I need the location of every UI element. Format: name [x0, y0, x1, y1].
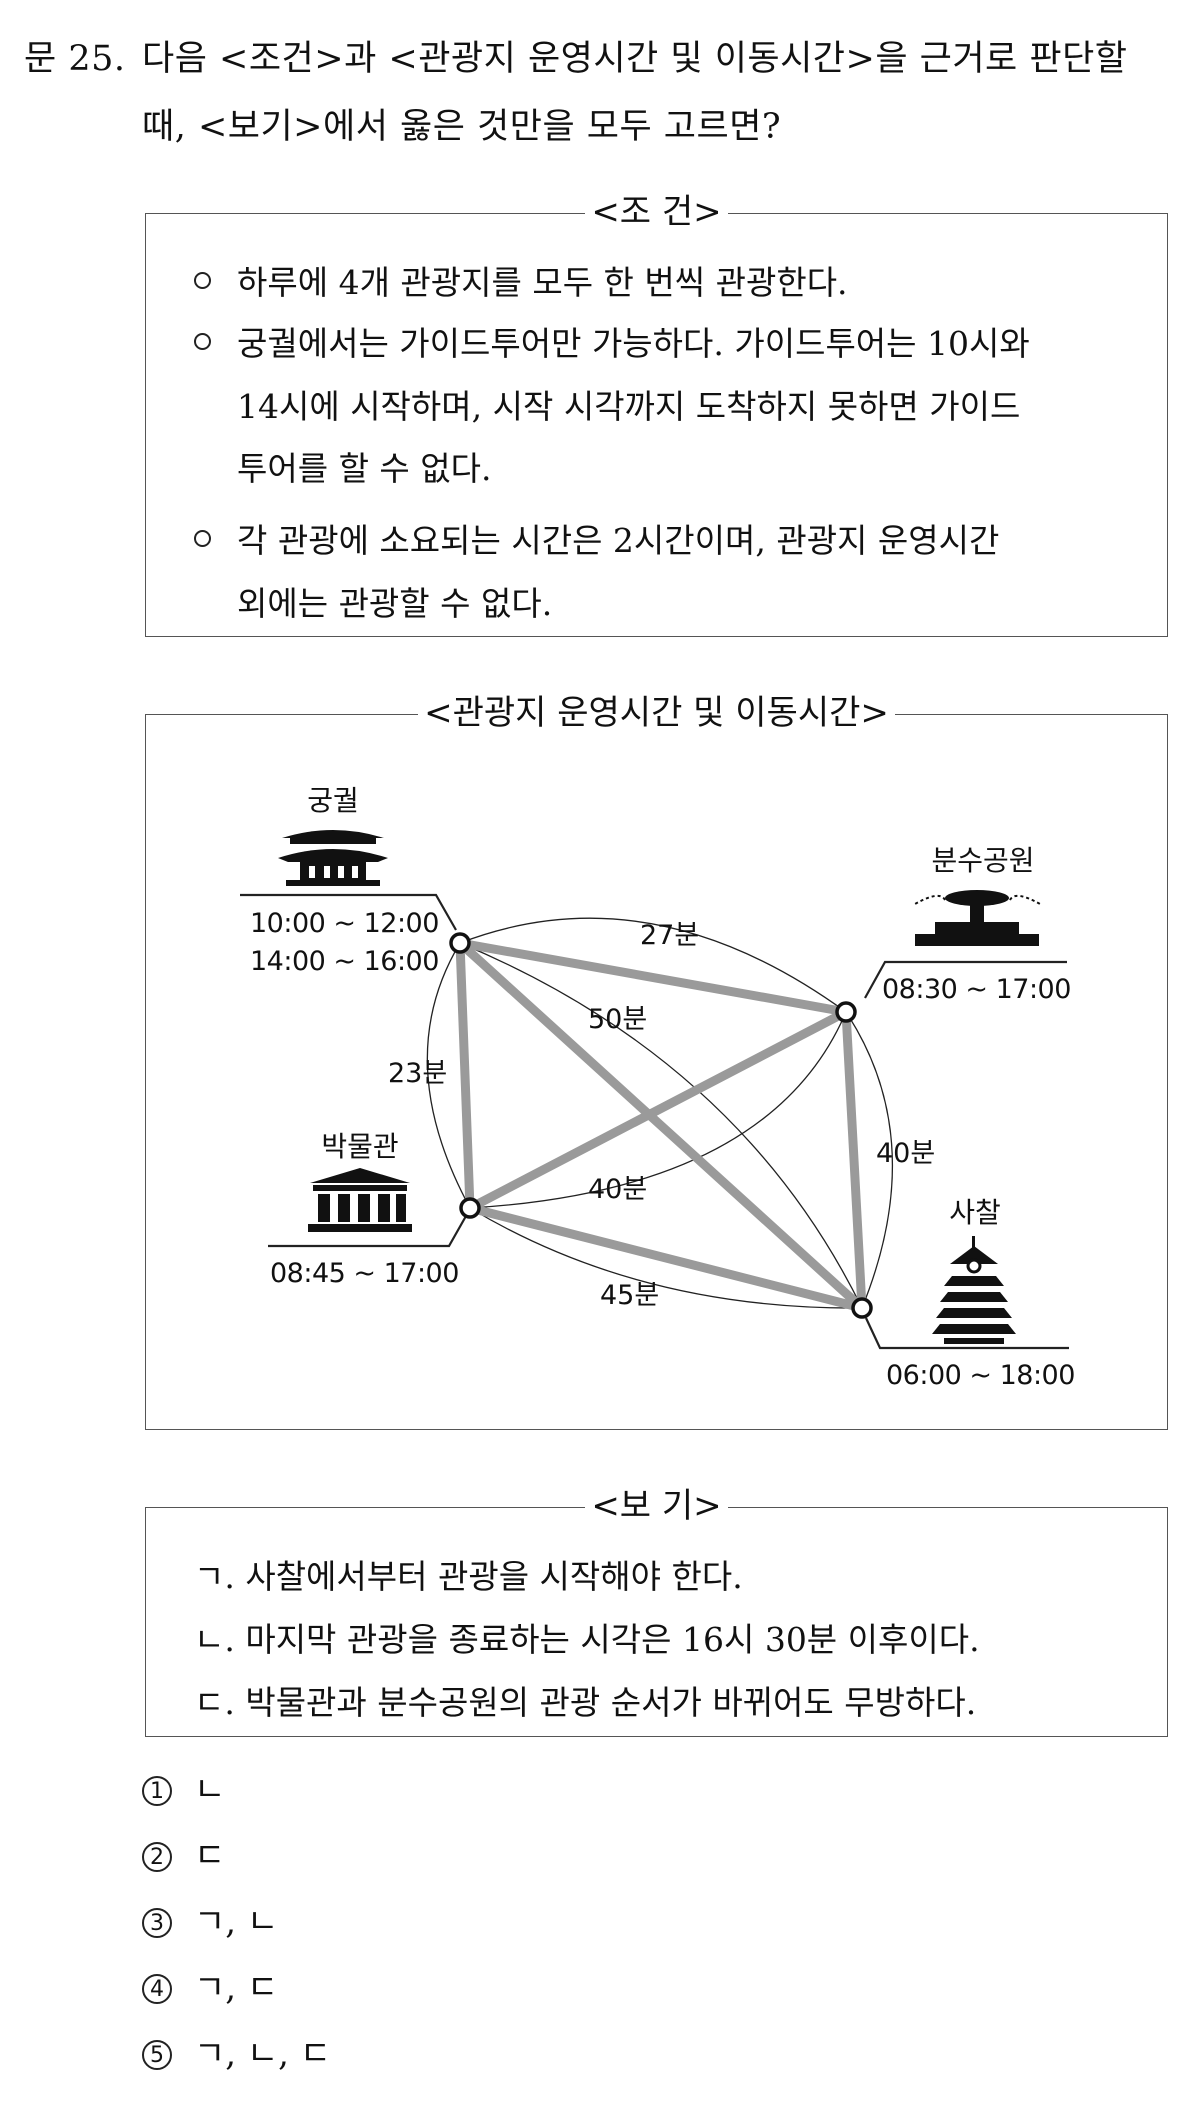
condition-line-1: 하루에 4개 관광지를 모두 한 번씩 관광한다.: [237, 263, 848, 302]
choice-text-3: ㄱ, ㄴ: [194, 1902, 279, 1942]
choice-text-2: ㄷ: [194, 1836, 226, 1876]
choice-number-2: 2: [142, 1842, 172, 1872]
choice-number-3: 3: [142, 1908, 172, 1938]
connector-palace-fountain: [459, 917, 847, 1013]
condition-line-3: 14시에 시작하며, 시작 시각까지 도착하지 못하면 가이드: [237, 387, 1021, 426]
connector-fountain-temple: [845, 1011, 894, 1309]
connector-palace-museum: [426, 942, 471, 1209]
connector-museum-fountain: [469, 1011, 847, 1209]
choice-text-5: ㄱ, ㄴ, ㄷ: [194, 2034, 332, 2074]
palace-node: [449, 932, 471, 954]
bogi-title: <보 기>: [585, 1486, 728, 1526]
map-box: <관광지 운영시간 및 이동시간>: [145, 693, 1168, 1430]
edge-label-palace-temple: 50분: [588, 1004, 647, 1035]
condition-line-2: 궁궐에서는 가이드투어만 가능하다. 가이드투어는 10시와: [237, 324, 1030, 363]
edge-label-palace-museum: 23분: [388, 1058, 447, 1089]
question-stem-line-1: 다음 <조건>과 <관광지 운영시간 및 이동시간>을 근거로 판단할: [142, 39, 1128, 79]
fountain-name: 분수공원: [931, 844, 1034, 877]
fountain-node: [835, 1001, 857, 1023]
condition-line-5: 각 관광에 소요되는 시간은 2시간이며, 관광지 운영시간: [237, 521, 1000, 560]
bogi-box: <보 기>: [145, 1486, 1168, 1737]
choice-number-4: 4: [142, 1974, 172, 2004]
edge-label-museum-temple: 45분: [600, 1280, 659, 1311]
temple-label-line: [865, 1317, 1069, 1350]
palace-hours-2: 14:00 ~ 16:00: [250, 946, 439, 977]
question-stem-line-2: 때, <보기>에서 옳은 것만을 모두 고르면?: [142, 107, 782, 147]
fountain-label-line: [864, 960, 1067, 999]
museum-name: 박물관: [321, 1130, 398, 1163]
answer-choice-4[interactable]: 4 ㄱ, ㄷ: [142, 1960, 278, 2009]
temple-hours: 06:00 ~ 18:00: [886, 1360, 1075, 1391]
route-palace-fountain: [455, 938, 851, 1017]
route-palace-temple: [455, 938, 867, 1313]
condition-line-6: 외에는 관광할 수 없다.: [237, 584, 553, 623]
museum-label-line: [268, 1215, 467, 1248]
choice-text-1: ㄴ: [194, 1770, 226, 1810]
palace-icon: [278, 830, 388, 886]
edge-label-fountain-museum: 40분: [588, 1174, 647, 1205]
bogi-item-1: ㄱ. 사찰에서부터 관광을 시작해야 한다.: [194, 1557, 743, 1596]
museum-icon: [308, 1168, 412, 1232]
map-title: <관광지 운영시간 및 이동시간>: [418, 693, 895, 733]
pagoda-icon: [932, 1236, 1016, 1344]
museum-hours: 08:45 ~ 17:00: [270, 1258, 459, 1289]
palace-name: 궁궐: [307, 784, 359, 817]
palace-label-line: [240, 893, 457, 931]
tour-map: 궁궐 분수공원 박물관 사찰 10:00 ~ 12:00 14:00 ~ 16:…: [240, 784, 1075, 1391]
condition-line-4: 투어를 할 수 없다.: [237, 449, 492, 488]
choice-number-5: 5: [142, 2040, 172, 2070]
edge-label-fountain-temple: 40분: [876, 1138, 935, 1169]
answer-choice-3[interactable]: 3 ㄱ, ㄴ: [142, 1894, 278, 1943]
fountain-icon: [914, 890, 1041, 946]
route-museum-fountain: [465, 1007, 851, 1213]
palace-hours-1: 10:00 ~ 12:00: [250, 908, 439, 939]
question-number: 문 25.: [24, 39, 126, 79]
temple-name: 사찰: [949, 1196, 1001, 1229]
answer-choice-5[interactable]: 5 ㄱ, ㄴ, ㄷ: [142, 2026, 331, 2075]
condition-bullet: [194, 530, 211, 547]
route-museum-temple: [465, 1203, 867, 1313]
museum-node: [459, 1197, 481, 1219]
choice-text-4: ㄱ, ㄷ: [194, 1968, 279, 2008]
conditions-title: <조 건>: [585, 192, 728, 232]
route-fountain-temple: [841, 1007, 867, 1313]
edge-label-palace-fountain: 27분: [640, 920, 699, 951]
fountain-hours: 08:30 ~ 17:00: [882, 974, 1071, 1005]
connector-museum-temple: [469, 1207, 863, 1309]
bogi-item-2: ㄴ. 마지막 관광을 종료하는 시각은 16시 30분 이후이다.: [194, 1620, 980, 1659]
conditions-box: <조 건>: [145, 192, 1168, 637]
temple-node: [851, 1297, 873, 1319]
condition-bullet: [194, 333, 211, 350]
choice-number-1: 1: [142, 1776, 172, 1806]
route-palace-museum: [455, 938, 475, 1213]
bogi-item-3: ㄷ. 박물관과 분수공원의 관광 순서가 바뀌어도 무방하다.: [194, 1683, 977, 1722]
condition-bullet: [194, 272, 211, 289]
